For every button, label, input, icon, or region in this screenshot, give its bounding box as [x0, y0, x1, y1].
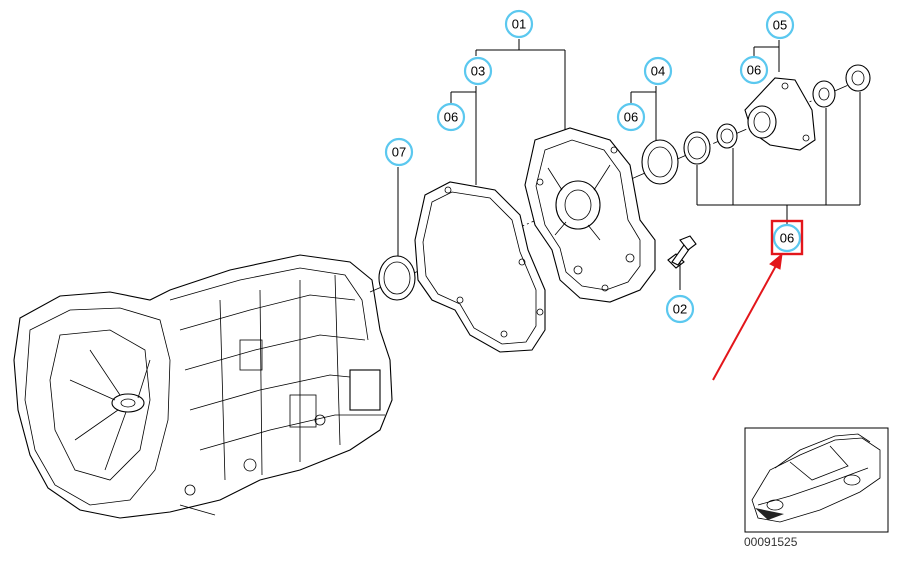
callout-06-under-04[interactable]: 06 [616, 102, 646, 132]
part-07-ring [378, 255, 416, 301]
callout-02-label: 02 [673, 302, 687, 317]
part-02-bolt [667, 235, 697, 269]
callout-01[interactable]: 01 [504, 9, 534, 39]
callout-06-highlighted[interactable]: 06 [770, 219, 804, 256]
callout-05[interactable]: 05 [765, 10, 795, 40]
callout-06-under-03-label: 06 [444, 110, 458, 125]
callout-02[interactable]: 02 [665, 294, 695, 324]
part-06-spacer-ring [716, 123, 738, 149]
callout-07[interactable]: 07 [384, 137, 414, 167]
highlight-box [770, 219, 804, 256]
vehicle-thumbnail [744, 427, 889, 533]
callout-06-under-04-label: 06 [624, 110, 638, 125]
part-06-washer [812, 80, 836, 108]
reference-number: 00091525 [744, 535, 798, 549]
callout-06-under-05-label: 06 [747, 63, 761, 78]
callout-04-label: 04 [651, 64, 665, 79]
callout-01-label: 01 [512, 17, 526, 32]
callout-07-label: 07 [392, 145, 406, 160]
part-05-flange [744, 77, 816, 151]
part-06-circlip [683, 131, 711, 165]
callout-06-under-03[interactable]: 06 [436, 102, 466, 132]
part-06-collar-nut [845, 64, 871, 92]
part-04-shaft-seal [641, 139, 679, 185]
annotation-arrow [712, 252, 783, 381]
callout-03[interactable]: 03 [463, 56, 493, 86]
leader-lines [397, 39, 861, 290]
part-06-gasket [414, 181, 546, 353]
callout-06-under-05[interactable]: 06 [739, 55, 769, 85]
callout-03-label: 03 [471, 64, 485, 79]
part-01-cover [524, 127, 656, 303]
callout-05-label: 05 [773, 18, 787, 33]
callout-06-highlighted-label: 06 [780, 231, 794, 246]
callout-04[interactable]: 04 [643, 56, 673, 86]
transmission-housing [13, 254, 393, 519]
car-icon [751, 433, 881, 523]
